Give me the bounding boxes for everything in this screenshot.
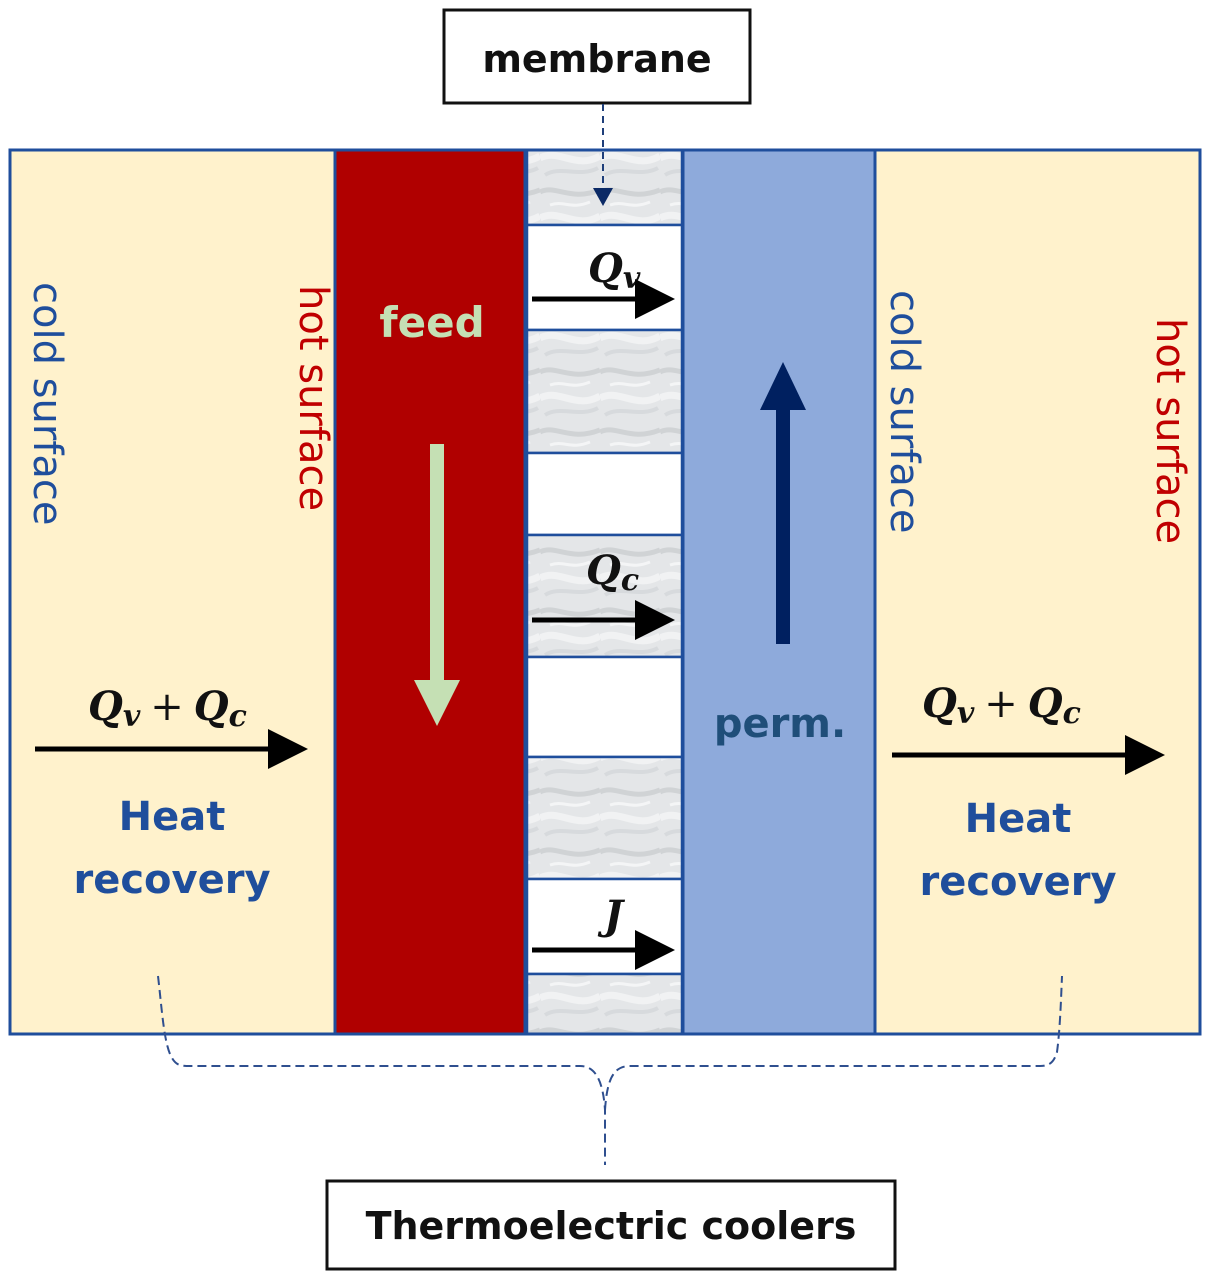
membrane-callout-label: membrane [482, 37, 711, 81]
pore-segment [525, 451, 684, 537]
right-cold-surface-label: cold surface [881, 290, 927, 534]
svg-text:Qv: Qv [588, 245, 641, 296]
svg-text:Qv+Qc: Qv+Qc [88, 683, 247, 734]
left-heat-recovery-line1: Heat [119, 794, 226, 840]
pore-segment [525, 655, 684, 759]
left-hot-surface-label: hot surface [290, 285, 336, 511]
permeate-flow-up-arrow-icon [760, 362, 806, 644]
feed-label: feed [379, 298, 484, 347]
left-heat-recovery-zone [10, 150, 335, 1034]
membrane-segment [525, 148, 684, 227]
right-flux-label: Qv+Qc [922, 680, 1081, 731]
svg-text:Qv+Qc: Qv+Qc [922, 680, 1081, 731]
right-hot-surface-label: hot surface [1147, 318, 1193, 544]
left-heat-recovery-line2: recovery [73, 857, 270, 903]
permeate-label: perm. [714, 701, 846, 747]
membrane-segment [525, 755, 684, 881]
left-cold-surface-label: cold surface [24, 282, 70, 526]
right-heat-recovery-line1: Heat [965, 796, 1072, 842]
thermoelectric-callout-label: Thermoelectric coolers [366, 1204, 857, 1248]
svg-text:Qc: Qc [586, 547, 639, 598]
membrane-flux-qv: Qv [532, 245, 675, 319]
left-flux-label: Qv+Qc [88, 683, 247, 734]
thermoelectric-callout-box [325, 1179, 897, 1271]
module-borders [8, 148, 1202, 1036]
feed-flow-down-arrow-icon [414, 444, 460, 726]
membrane-flux-qc: Qc [532, 547, 675, 640]
right-heat-recovery-zone [875, 150, 1200, 1034]
thermoelectric-bracket-connector [157, 975, 1063, 1165]
right-heat-recovery-line2: recovery [919, 859, 1116, 905]
membrane-callout-box [442, 8, 752, 105]
left-flux-q: Q [88, 683, 123, 730]
membrane-segment [525, 972, 684, 1036]
membrane-segment [525, 328, 684, 455]
membrane-pointer-icon [593, 188, 613, 206]
